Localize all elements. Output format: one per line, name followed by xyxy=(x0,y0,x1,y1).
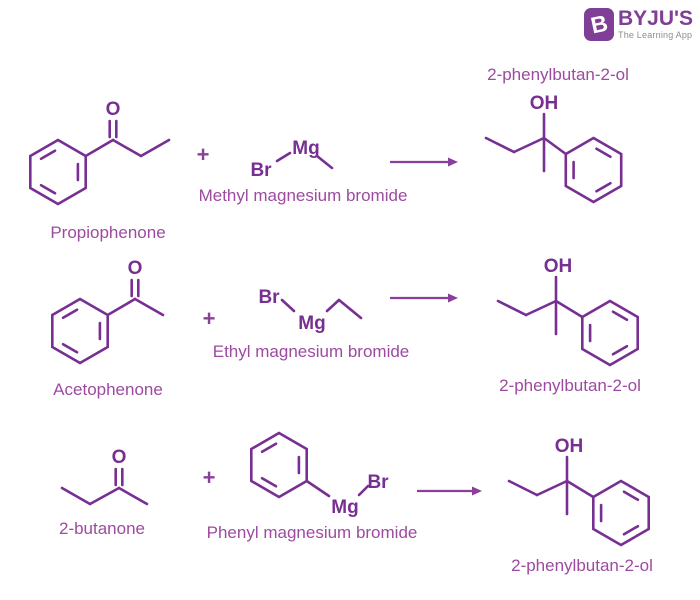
product-label-1: 2-phenylbutan-2-ol xyxy=(487,65,629,84)
bond xyxy=(484,136,516,154)
benzene-ring xyxy=(250,431,309,499)
reagent-label-1: Methyl magnesium bromide xyxy=(199,186,408,205)
bond xyxy=(507,479,539,497)
hydroxyl-group: OH xyxy=(555,436,584,457)
benzene-ring xyxy=(28,138,87,206)
bond xyxy=(554,299,584,319)
propiophenone-structure xyxy=(28,119,171,206)
bond xyxy=(117,486,149,506)
bond xyxy=(337,298,363,320)
reactant-label-2: Acetophenone xyxy=(53,380,163,399)
bond xyxy=(88,486,121,506)
phenylbutanol-structure-2 xyxy=(496,275,640,367)
oxygen-atom: O xyxy=(112,447,127,468)
reaction-arrow-2 xyxy=(390,293,458,303)
phenyl-magnesium-bromide-structure xyxy=(250,431,370,499)
benzene-ring xyxy=(564,136,623,204)
bromine-atom: Br xyxy=(250,160,272,181)
magnesium-atom: Mg xyxy=(298,313,325,334)
bond xyxy=(280,298,296,313)
reagent-label-3: Phenyl magnesium bromide xyxy=(207,523,418,542)
hydroxyl-group: OH xyxy=(530,93,559,114)
bond xyxy=(325,298,341,313)
bond xyxy=(139,138,171,158)
butanone-structure xyxy=(60,467,149,506)
bond xyxy=(315,154,334,170)
bond xyxy=(496,299,528,317)
oxygen-atom: O xyxy=(106,99,121,120)
bromine-atom: Br xyxy=(367,472,389,493)
reagent-label-2: Ethyl magnesium bromide xyxy=(213,342,410,361)
bond xyxy=(542,136,568,156)
bond xyxy=(60,486,92,506)
bond xyxy=(84,138,115,158)
bond xyxy=(106,297,137,317)
reaction-arrow-3 xyxy=(417,486,482,496)
plus-sign-2: + xyxy=(203,306,216,331)
byjus-brand-name: BYJU'S xyxy=(618,7,694,30)
bond xyxy=(512,136,546,154)
product-label-2: 2-phenylbutan-2-ol xyxy=(499,376,641,395)
ethyl-magnesium-bromide-structure xyxy=(280,298,363,320)
benzene-ring xyxy=(580,299,640,367)
bromine-atom: Br xyxy=(258,287,280,308)
byjus-tagline: The Learning App xyxy=(618,30,693,40)
bond xyxy=(524,299,558,317)
byjus-logo-icon: B xyxy=(584,8,614,41)
byjus-logo-text: BYJU'S The Learning App xyxy=(618,8,693,40)
arrow-head xyxy=(448,157,458,167)
arrow-head xyxy=(472,486,482,496)
reactant-label-3: 2-butanone xyxy=(59,519,145,538)
bond xyxy=(565,479,595,499)
acetophenone-structure xyxy=(50,278,165,365)
phenylbutanol-structure-3 xyxy=(507,455,651,547)
bond xyxy=(535,479,569,497)
byjus-logo: B BYJU'S The Learning App xyxy=(584,8,693,41)
reactant-label-1: Propiophenone xyxy=(50,223,165,242)
hydroxyl-group: OH xyxy=(544,256,573,277)
benzene-ring xyxy=(50,297,109,365)
bond xyxy=(133,297,165,317)
plus-sign-3: + xyxy=(203,465,216,490)
methyl-magnesium-bromide-structure xyxy=(275,151,334,170)
benzene-ring xyxy=(591,479,651,547)
plus-sign-1: + xyxy=(197,142,210,167)
bond xyxy=(305,479,331,498)
bond xyxy=(357,484,370,497)
bond xyxy=(111,138,143,158)
oxygen-atom: O xyxy=(128,258,143,279)
magnesium-atom: Mg xyxy=(331,497,358,518)
arrow-head xyxy=(448,293,458,303)
phenylbutanol-structure-1 xyxy=(484,112,623,204)
magnesium-atom: Mg xyxy=(292,138,319,159)
reaction-arrow-1 xyxy=(390,157,458,167)
product-label-3: 2-phenylbutan-2-ol xyxy=(511,556,653,575)
bond xyxy=(275,151,292,163)
